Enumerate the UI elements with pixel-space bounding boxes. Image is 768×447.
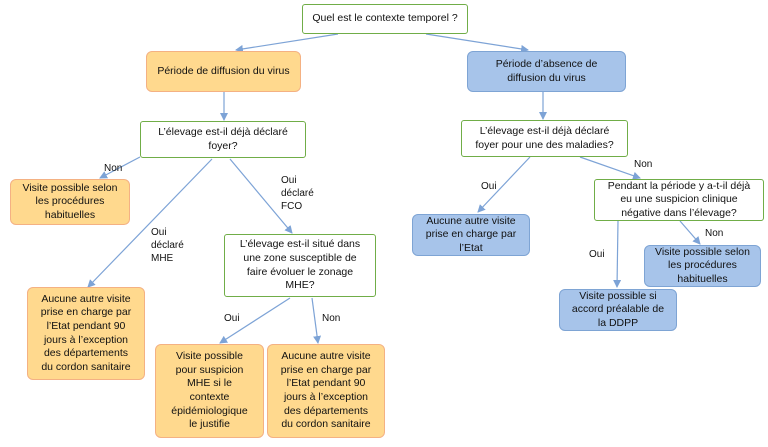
visite-procedures-right-node: Visite possible selon les procédures hab… bbox=[644, 245, 761, 287]
zone-question-node: L’élevage est-il situé dans une zone sus… bbox=[224, 234, 376, 297]
edge-label-non-suspicion: Non bbox=[705, 228, 724, 239]
edge-label-oui-mhe: Oui déclaré MHE bbox=[151, 227, 184, 264]
edge-qright-suspicion bbox=[579, 156, 641, 180]
edge-root-diffusion bbox=[235, 33, 339, 53]
edge-label-non: Non bbox=[104, 163, 123, 174]
aucune-visite-90j-right-node: Aucune autre visite prise en charge par … bbox=[267, 344, 385, 438]
edge-label-non-zone: Non bbox=[322, 313, 341, 324]
diffusion-period-node: Période de diffusion du virus bbox=[146, 51, 301, 92]
absence-period-node: Période d’absence de diffusion du virus bbox=[467, 51, 626, 92]
edge-label-oui-zone: Oui bbox=[224, 313, 240, 324]
edge-label-non-right: Non bbox=[634, 159, 653, 170]
edge-qfoyer-zone bbox=[229, 158, 293, 234]
edge-suspicion-procedures bbox=[679, 220, 701, 245]
aucune-visite-90j-left-node: Aucune autre visite prise en charge par … bbox=[27, 287, 145, 380]
edge-qright-aucune bbox=[477, 156, 531, 213]
context-question-node: Quel est le contexte temporel ? bbox=[302, 4, 468, 34]
edge-label-oui-suspicion: Oui bbox=[589, 249, 605, 260]
edge-zone-suspicion bbox=[219, 297, 291, 344]
foyer-question-right-node: L’élevage est-il déjà déclaré foyer pour… bbox=[461, 120, 628, 157]
edge-suspicion-ddpp bbox=[613, 220, 622, 288]
edge-qfoyer-visite bbox=[99, 156, 141, 179]
foyer-question-left-node: L’élevage est-il déjà déclaré foyer? bbox=[140, 121, 306, 158]
edge-root-absence bbox=[425, 33, 529, 53]
edge-zone-aucune bbox=[311, 297, 322, 344]
edge-label-oui-right: Oui bbox=[481, 181, 497, 192]
visite-ddpp-node: Visite possible si accord préalable de l… bbox=[559, 289, 677, 331]
suspicion-question-node: Pendant la période y a-t-il déjà eu une … bbox=[594, 179, 764, 221]
aucune-visite-etat-node: Aucune autre visite prise en charge par … bbox=[412, 214, 530, 256]
visite-procedures-left-node: Visite possible selon les procédures hab… bbox=[10, 179, 130, 225]
edge-label-oui-fco: Oui déclaré FCO bbox=[281, 175, 314, 212]
visite-suspicion-mhe-node: Visite possible pour suspicion MHE si le… bbox=[155, 344, 264, 438]
edge-qfoyer-aucune bbox=[87, 158, 213, 288]
